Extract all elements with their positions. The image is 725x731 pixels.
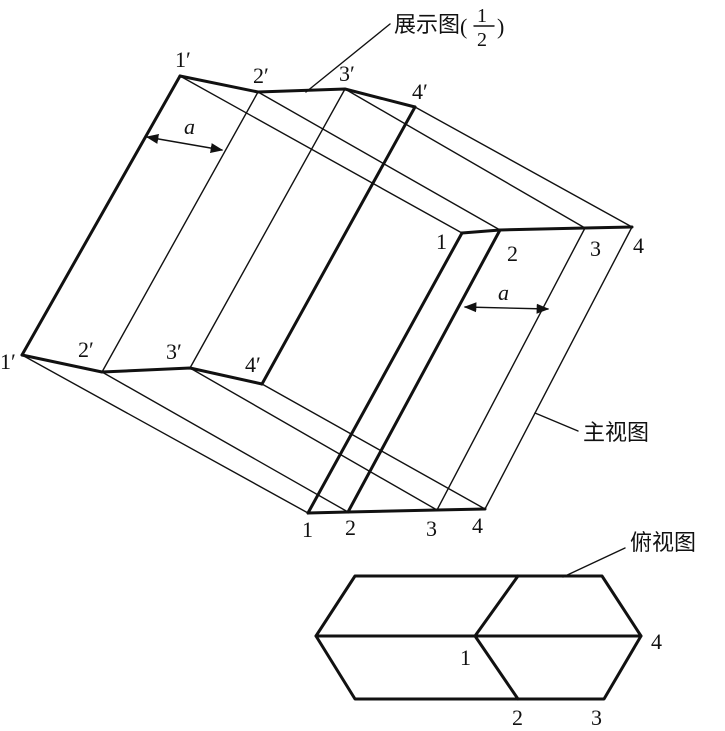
front-top-label-4: 4	[633, 233, 644, 258]
front-view	[306, 225, 634, 515]
leader-lines	[305, 23, 626, 578]
dimension-label-a-development: a	[184, 114, 195, 139]
front-top-label-3: 3	[590, 236, 601, 261]
dev-top-label-2: 2′	[253, 63, 269, 88]
projection-line-bottom-1	[21, 354, 309, 514]
dimension-a-front	[463, 302, 550, 314]
development-title-fraction-denominator: 2	[477, 29, 487, 51]
development-title-leader	[305, 23, 391, 93]
top-view-label-2: 2	[512, 705, 523, 730]
development-title: 展示图	[394, 13, 460, 38]
dev-bottom-label-3: 3′	[166, 339, 182, 364]
development-view	[20, 74, 417, 386]
dimension-a-development	[145, 133, 224, 154]
development-title-paren-open: (	[460, 14, 467, 39]
front-edge-4	[484, 226, 633, 510]
top-view	[314, 574, 643, 701]
top-view-label-4: 4	[651, 629, 662, 654]
dev-top-label-1: 1′	[175, 47, 191, 72]
top-view-inner-fold	[473, 574, 520, 701]
front-top-label-2: 2	[507, 241, 518, 266]
front-edge-2	[346, 228, 502, 514]
development-title-fraction-numerator: 1	[477, 5, 487, 27]
development-fold-3	[189, 88, 346, 369]
development-title-paren-close: )	[497, 14, 504, 39]
dev-top-label-3: 3′	[339, 61, 355, 86]
projection-line-top-3	[344, 88, 586, 229]
development-fold-2	[101, 91, 259, 373]
projection-line-bottom-4	[261, 383, 486, 510]
top-view-label-1: 1	[460, 645, 471, 670]
dimension-label-a-front: a	[498, 280, 509, 305]
projection-lines	[21, 75, 633, 514]
development-edge-1	[20, 74, 182, 357]
front-bottom-label-4: 4	[472, 513, 483, 538]
dev-bottom-label-4: 4′	[245, 352, 261, 377]
projection-line-bottom-3	[189, 367, 438, 511]
front-bottom-label-2: 2	[345, 515, 356, 540]
dev-bottom-label-1: 1′	[0, 349, 16, 374]
front-edge-3	[436, 227, 586, 511]
front-view-title-leader	[534, 412, 579, 432]
projection-line-top-4	[414, 106, 633, 228]
front-bottom-label-3: 3	[426, 516, 437, 541]
front-edge-1	[306, 231, 464, 515]
top-view-label-3: 3	[591, 705, 602, 730]
front-top-label-1: 1	[436, 229, 447, 254]
projection-line-bottom-2	[101, 371, 349, 513]
development-top-edge	[178, 74, 417, 109]
development-edge-4	[260, 105, 417, 386]
development-bottom-edge	[20, 353, 264, 386]
front-bottom-edge	[306, 507, 487, 515]
dev-top-label-4: 4′	[412, 79, 428, 104]
projection-line-top-2	[257, 91, 501, 231]
front-view-title: 主视图	[583, 421, 649, 446]
top-view-title-leader	[562, 547, 626, 578]
front-top-edge	[460, 225, 634, 235]
top-view-title: 俯视图	[630, 531, 696, 556]
front-bottom-label-1: 1	[302, 517, 313, 542]
projection-line-top-1	[179, 75, 463, 234]
dev-bottom-label-2: 2′	[78, 337, 94, 362]
